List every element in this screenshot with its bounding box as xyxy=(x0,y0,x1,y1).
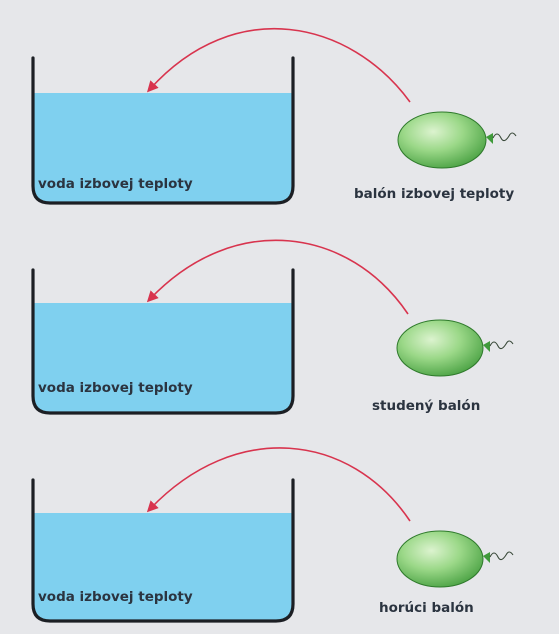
balloon-knot-icon xyxy=(486,133,493,144)
curved-arrow-icon xyxy=(146,28,411,103)
balloon-knot-icon xyxy=(483,552,490,563)
balloon-icon xyxy=(396,319,484,377)
balloon-knot-icon xyxy=(483,341,490,352)
water xyxy=(33,303,293,413)
panel-3: voda izbovej teploty horúci balón xyxy=(31,447,514,623)
panel-2: voda izbovej teploty studený balón xyxy=(31,239,514,415)
curved-arrow-icon xyxy=(146,447,411,522)
water-label: voda izbovej teploty xyxy=(38,380,193,396)
water xyxy=(33,513,293,621)
panel-1: voda izbovej teploty balón izbovej teplo… xyxy=(31,28,517,205)
balloon-label: horúci balón xyxy=(379,600,474,616)
water-label: voda izbovej teploty xyxy=(38,176,193,192)
balloon: horúci balón xyxy=(379,530,514,616)
water-container: voda izbovej teploty xyxy=(31,478,295,623)
container-icon xyxy=(31,478,295,623)
balloon-icon xyxy=(396,530,484,588)
balloon: studený balón xyxy=(372,319,514,414)
water xyxy=(33,93,293,203)
balloon-string-icon xyxy=(492,132,517,142)
balloon-icon xyxy=(397,111,487,169)
container-icon xyxy=(31,56,295,205)
water-container: voda izbovej teploty xyxy=(31,56,295,205)
water-container: voda izbovej teploty xyxy=(31,268,295,415)
balloon: balón izbovej teploty xyxy=(354,111,517,202)
balloon-string-icon xyxy=(489,340,514,350)
container-icon xyxy=(31,268,295,415)
balloon-label: studený balón xyxy=(372,398,480,414)
balloon-label: balón izbovej teploty xyxy=(354,186,514,202)
water-label: voda izbovej teploty xyxy=(38,589,193,605)
balloon-string-icon xyxy=(489,551,514,561)
curved-arrow-icon xyxy=(146,239,409,315)
